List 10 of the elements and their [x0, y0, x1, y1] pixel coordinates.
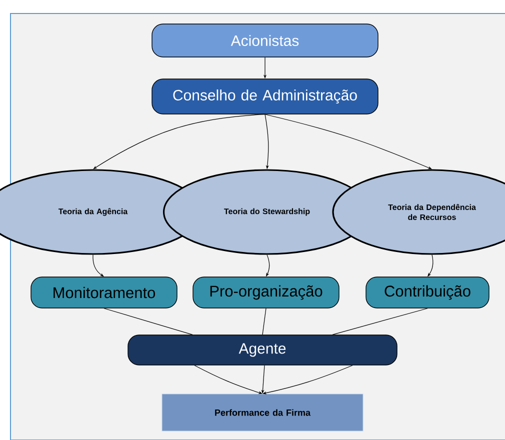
rounded-box: Contribuição	[366, 276, 490, 308]
rounded-box: Pro-organização	[192, 276, 340, 308]
rounded-box: Conselho de Administração	[152, 78, 378, 114]
rounded-box: Acionistas	[152, 24, 378, 58]
node-label: Teoria da Dependência de Recursos	[388, 204, 476, 220]
rounded-box: Monitoramento	[30, 276, 178, 308]
result-box: Performance da Firma	[162, 394, 364, 432]
arrow	[264, 114, 432, 170]
rounded-box: Agente	[128, 334, 398, 366]
arrow	[93, 114, 266, 170]
